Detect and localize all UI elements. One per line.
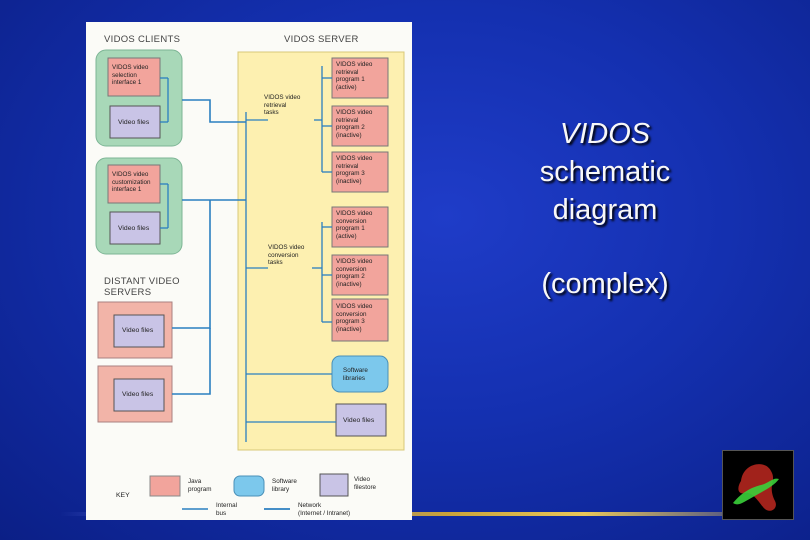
key-bus-label: Internal bus <box>216 502 238 517</box>
client2-java-label: VIDOS video customization interface 1 <box>112 171 151 194</box>
retrieval3-label: VIDOS video retrieval program 3 (inactiv… <box>336 155 373 185</box>
distant-servers-header: DISTANT VIDEO SERVERS <box>104 276 180 298</box>
network-lines <box>172 99 246 395</box>
slide-title-line1: VIDOS <box>559 118 651 150</box>
slide-title-line3: diagram <box>552 194 658 226</box>
conversion3-label: VIDOS video conversion program 3 (inacti… <box>336 303 373 333</box>
distant2-files-label: Video files <box>122 391 154 398</box>
distant1-files-box <box>113 314 165 348</box>
slide-title-line2: schematic <box>539 156 671 188</box>
conversion3-box <box>331 298 389 342</box>
conversion1-box <box>331 206 389 248</box>
distant1-files-label: Video files <box>122 327 154 334</box>
conversion1-label: VIDOS video conversion program 1 (active… <box>336 210 373 240</box>
client1-java-box <box>107 57 161 97</box>
retrieval1-label: VIDOS video retrieval program 1 (active) <box>336 61 373 91</box>
client1-java-label: VIDOS video selection interface 1 <box>112 64 149 87</box>
key-java-swatch <box>149 475 181 497</box>
retrieval3-box <box>331 151 389 193</box>
diagram-graphics <box>95 49 405 510</box>
server-header: VIDOS SERVER <box>284 34 359 45</box>
client1-files-box <box>109 105 161 139</box>
conversion-tasks-label: VIDOS video conversion tasks <box>268 244 305 267</box>
slide-title: VIDOS schematic diagram <box>500 115 710 229</box>
server-files-label: Video files <box>343 417 375 424</box>
key-network-label: Network (Internet / Intranet) <box>298 502 351 517</box>
software-libraries-label: Software libraries <box>343 367 368 382</box>
thumbnail-graphic <box>733 464 779 511</box>
slide-subtitle: (complex) <box>541 268 669 300</box>
clients-header: VIDOS CLIENTS <box>104 34 181 45</box>
key-java-label: Java program <box>188 478 212 493</box>
retrieval2-box <box>331 105 389 147</box>
retrieval-tasks-label: VIDOS video retrieval tasks <box>264 94 301 117</box>
server-files-box <box>335 403 387 437</box>
client2-java-box <box>107 164 161 204</box>
key-filestore-swatch <box>319 473 349 497</box>
retrieval1-box <box>331 57 389 99</box>
distant2-files-box <box>113 378 165 412</box>
key-software-label: Software library <box>272 478 297 493</box>
vidos-schematic-diagram: VIDOS CLIENTS VIDOS SERVER DISTANT VIDEO… <box>86 22 412 520</box>
client2-files-label: Video files <box>118 225 150 232</box>
retrieval2-label: VIDOS video retrieval program 2 (inactiv… <box>336 109 373 139</box>
key-title: KEY <box>116 492 130 499</box>
key-software-swatch <box>233 475 265 497</box>
corner-thumbnail-image <box>722 450 794 520</box>
conversion2-label: VIDOS video conversion program 2 (inacti… <box>336 258 373 288</box>
conversion2-box <box>331 254 389 296</box>
internal-bus-lines <box>160 66 336 442</box>
key-filestore-label: Video filestore <box>354 476 377 491</box>
client1-files-label: Video files <box>118 119 150 126</box>
